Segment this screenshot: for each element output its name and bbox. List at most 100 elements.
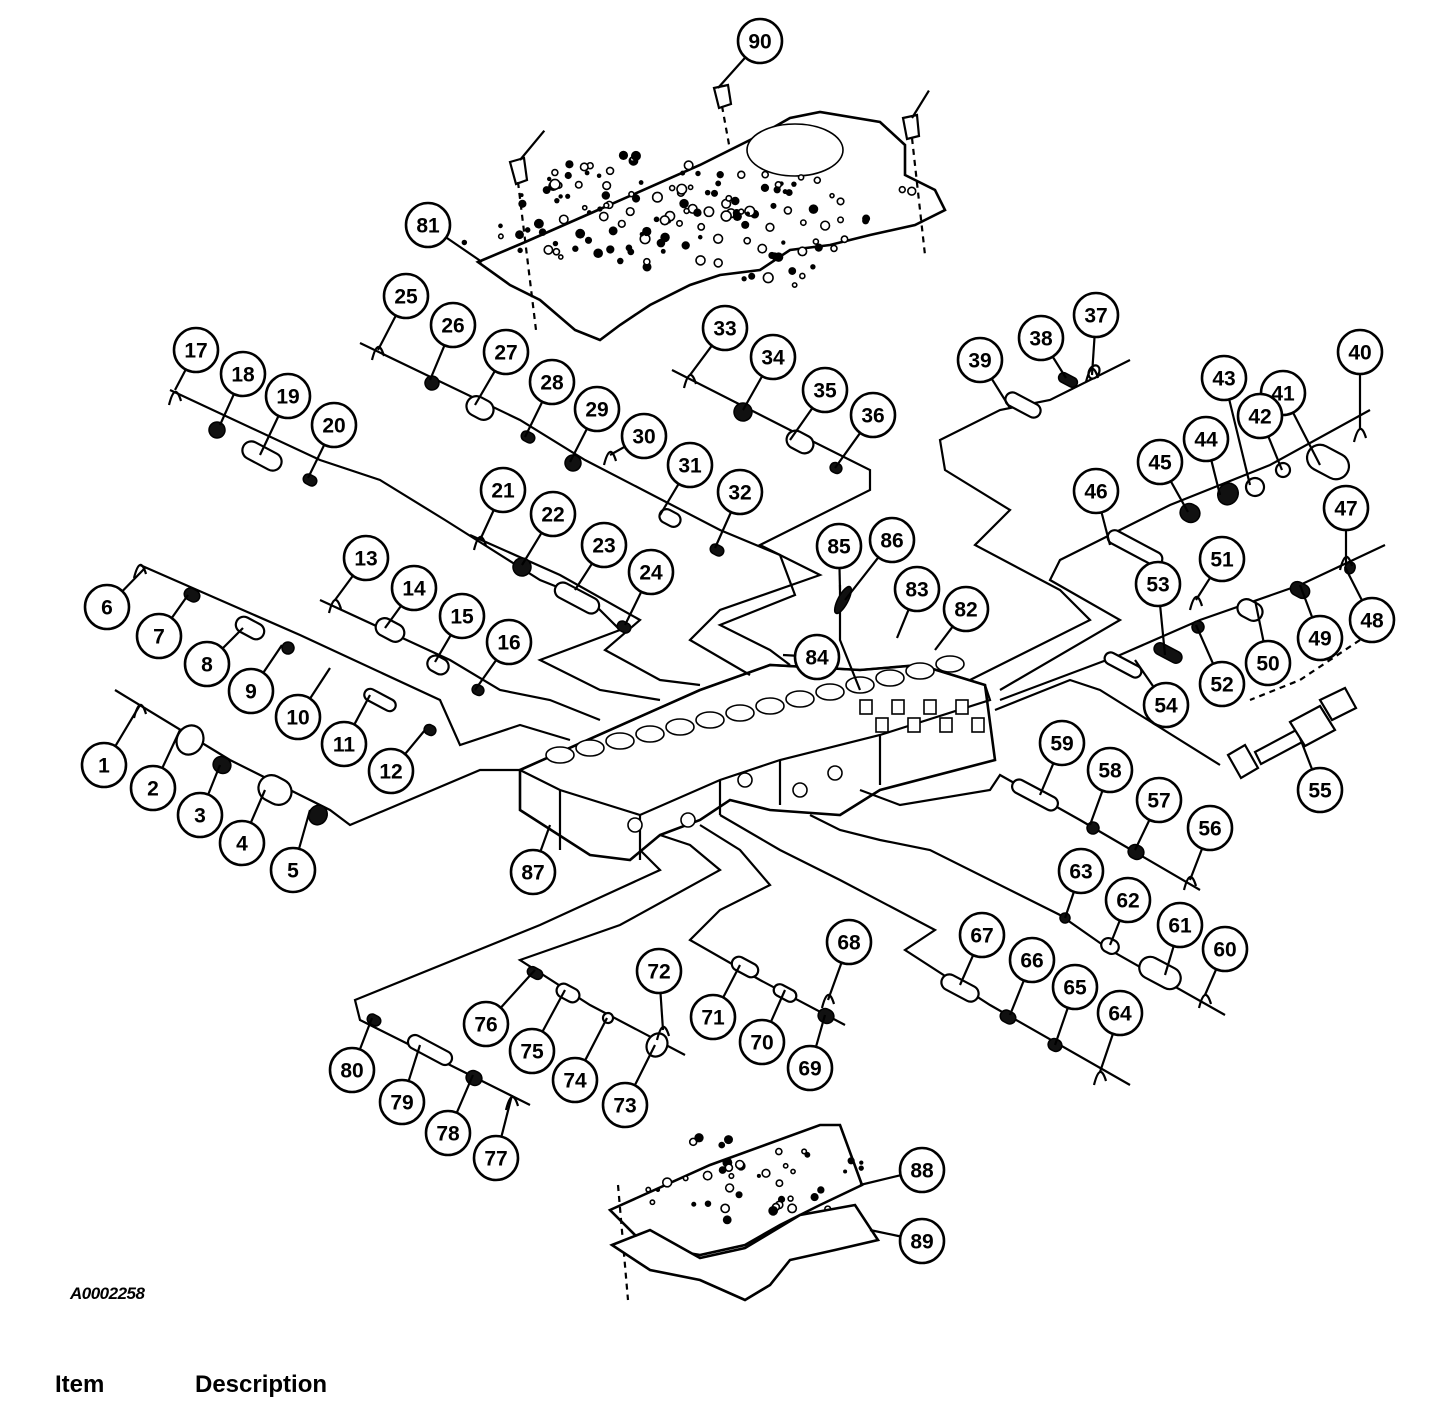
callout-35: 35	[801, 366, 849, 414]
callout-81: 81	[404, 201, 452, 249]
callout-label: 84	[805, 647, 829, 670]
callout-15: 15	[438, 592, 486, 640]
callout-80: 80	[328, 1046, 376, 1094]
callout-label: 29	[585, 399, 608, 422]
callout-label: 31	[678, 455, 702, 478]
callout-46: 46	[1072, 467, 1120, 515]
callout-62: 62	[1104, 876, 1152, 924]
callout-label: 19	[276, 386, 299, 409]
callout-label: 80	[340, 1060, 363, 1083]
callout-label: 7	[153, 626, 165, 649]
callout-1: 1	[80, 741, 128, 789]
callout-32: 32	[716, 468, 764, 516]
callout-label: 48	[1360, 610, 1384, 633]
callout-label: 60	[1213, 939, 1236, 962]
callout-83: 83	[893, 565, 941, 613]
callout-label: 33	[713, 318, 736, 341]
callout-label: 12	[379, 761, 402, 784]
callout-label: 54	[1154, 695, 1178, 718]
callout-49: 49	[1296, 614, 1344, 662]
callout-label: 15	[450, 606, 474, 629]
callout-77: 77	[472, 1134, 520, 1182]
callout-51: 51	[1198, 535, 1246, 583]
callout-18: 18	[219, 350, 267, 398]
callout-87: 87	[509, 848, 557, 896]
callout-label: 4	[236, 833, 248, 856]
callout-69: 69	[786, 1044, 834, 1092]
callout-label: 6	[101, 597, 113, 620]
callout-label: 70	[750, 1032, 773, 1055]
callout-label: 20	[322, 415, 345, 438]
callout-label: 23	[592, 535, 615, 558]
callout-5: 5	[269, 846, 317, 894]
callout-50: 50	[1244, 639, 1292, 687]
callout-label: 82	[954, 599, 977, 622]
callout-29: 29	[573, 385, 621, 433]
bolt-90-middle	[712, 83, 733, 151]
callout-12: 12	[367, 747, 415, 795]
callout-58: 58	[1086, 746, 1134, 794]
callout-label: 25	[394, 286, 418, 309]
callout-3: 3	[176, 791, 224, 839]
callout-label: 73	[613, 1095, 636, 1118]
callout-73: 73	[601, 1081, 649, 1129]
callout-label: 79	[390, 1092, 413, 1115]
callout-label: 40	[1348, 342, 1371, 365]
callout-label: 44	[1194, 429, 1218, 452]
callout-30: 30	[620, 412, 668, 460]
callout-20: 20	[310, 401, 358, 449]
callout-label: 43	[1212, 368, 1235, 391]
callout-label: 17	[184, 340, 207, 363]
callout-13: 13	[342, 534, 390, 582]
separator-plate-upper	[461, 110, 947, 342]
callout-85: 85	[815, 522, 863, 570]
callout-67: 67	[958, 911, 1006, 959]
callout-68: 68	[825, 918, 873, 966]
callout-label: 74	[563, 1070, 587, 1093]
callout-label: 47	[1334, 498, 1357, 521]
callout-31: 31	[666, 441, 714, 489]
callout-74: 74	[551, 1056, 599, 1104]
callout-label: 30	[632, 426, 655, 449]
callout-19: 19	[264, 372, 312, 420]
callout-70: 70	[738, 1018, 786, 1066]
callout-label: 71	[701, 1007, 725, 1030]
callout-42: 42	[1236, 392, 1284, 440]
callout-label: 39	[968, 350, 991, 373]
callout-label: 50	[1256, 653, 1279, 676]
callout-72: 72	[635, 947, 683, 995]
callout-label: 75	[520, 1041, 544, 1064]
callout-28: 28	[528, 358, 576, 406]
callout-label: 77	[484, 1148, 507, 1171]
callout-16: 16	[485, 618, 533, 666]
callout-label: 83	[905, 579, 928, 602]
callout-25: 25	[382, 272, 430, 320]
callout-label: 61	[1168, 915, 1192, 938]
figure-code: A0002258	[70, 1284, 145, 1303]
callout-47: 47	[1322, 484, 1370, 532]
callout-label: 32	[728, 482, 751, 505]
callout-label: 45	[1148, 452, 1172, 475]
callout-label: 36	[861, 405, 884, 428]
callout-label: 13	[354, 548, 377, 571]
table-header-item: Item	[55, 1371, 105, 1398]
callout-label: 55	[1308, 780, 1332, 803]
callout-56: 56	[1186, 804, 1234, 852]
callout-label: 86	[880, 530, 903, 553]
callout-84: 84	[793, 633, 841, 681]
callout-label: 8	[201, 654, 213, 677]
callout-24: 24	[627, 548, 675, 596]
callout-7: 7	[135, 612, 183, 660]
callout-64: 64	[1096, 989, 1144, 1037]
callouts: 1234567891011121314151617181920212223242…	[80, 17, 1396, 1265]
callout-label: 72	[647, 961, 670, 984]
callout-52: 52	[1198, 660, 1246, 708]
callout-59: 59	[1038, 719, 1086, 767]
callout-label: 37	[1084, 305, 1107, 328]
callout-label: 46	[1084, 481, 1107, 504]
callout-63: 63	[1057, 847, 1105, 895]
callout-8: 8	[183, 640, 231, 688]
callout-61: 61	[1156, 901, 1204, 949]
callout-label: 42	[1248, 406, 1271, 429]
